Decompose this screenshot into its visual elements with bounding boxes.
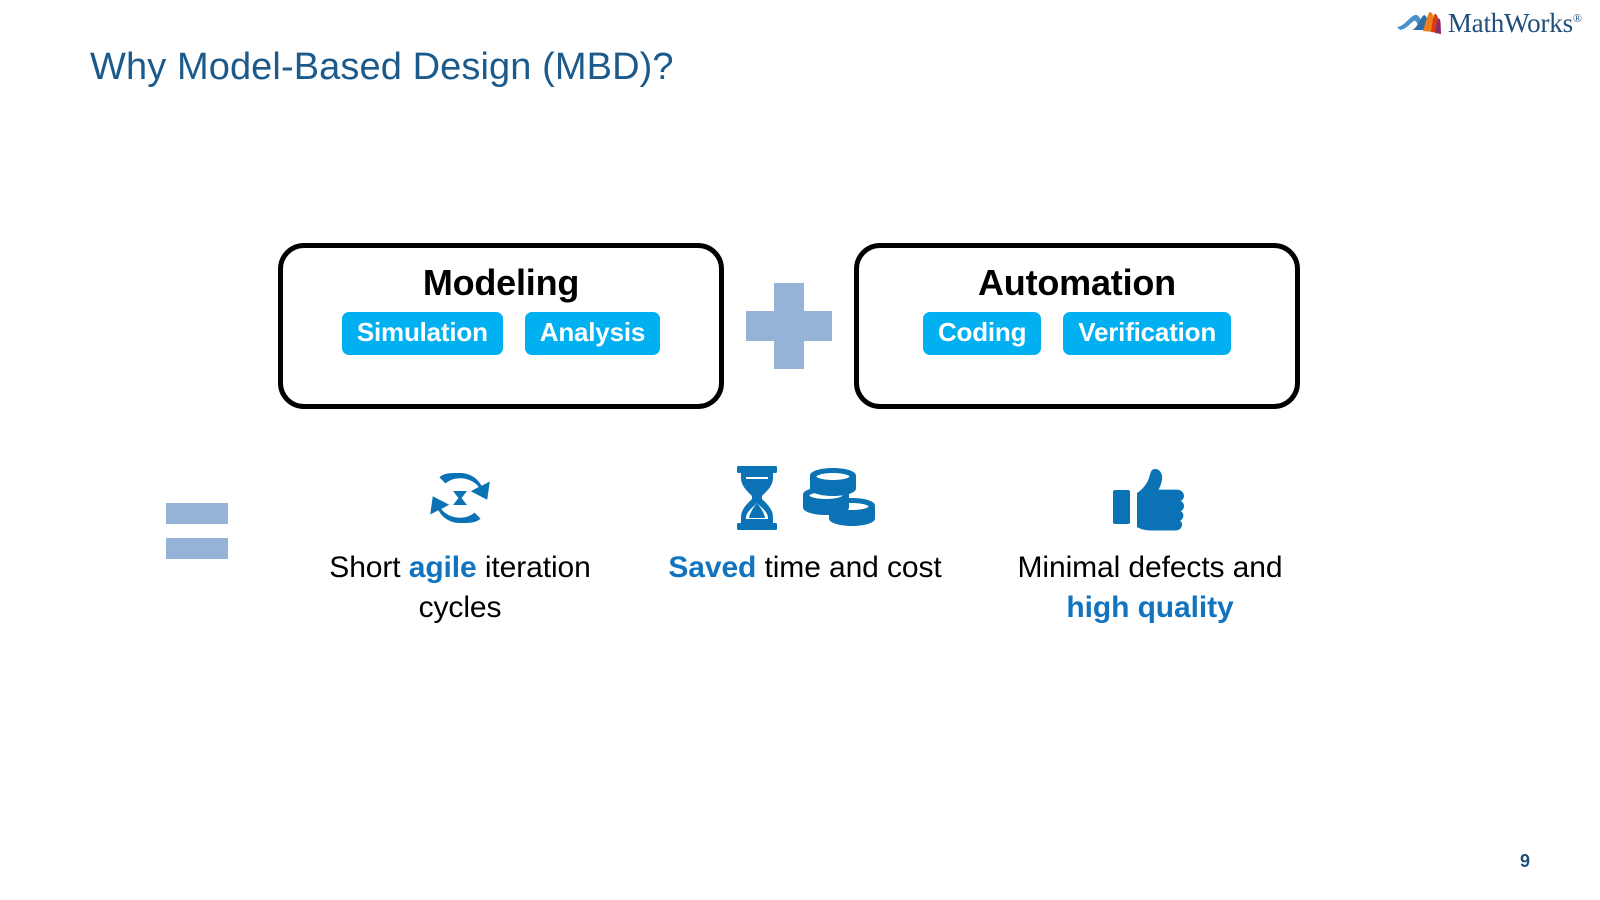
concept-row: Modeling Simulation Analysis Automation … bbox=[278, 243, 1300, 409]
thumbs-up-icon bbox=[1113, 469, 1184, 531]
benefit-keyword: high quality bbox=[1066, 590, 1234, 624]
benefit-keyword: Saved bbox=[668, 551, 757, 584]
benefit-quality: Minimal defects and high quality bbox=[990, 462, 1310, 627]
hourglass-icon bbox=[737, 466, 777, 530]
benefit-agile: Short agile iteration cycles bbox=[300, 462, 620, 627]
benefit-keyword: agile bbox=[408, 551, 477, 584]
equals-bar-top bbox=[166, 503, 228, 524]
sync-arrows-icon bbox=[430, 472, 490, 524]
pill-row-modeling: Simulation Analysis bbox=[341, 312, 661, 355]
benefit-caption: Minimal defects and high quality bbox=[1017, 551, 1283, 624]
page-number: 9 bbox=[1519, 851, 1530, 871]
pill-simulation[interactable]: Simulation bbox=[341, 312, 503, 355]
concept-box-modeling: Modeling Simulation Analysis bbox=[278, 243, 724, 409]
plus-operator-icon bbox=[746, 283, 832, 369]
page-title: Why Model-Based Design (MBD)? bbox=[90, 46, 674, 88]
benefit-icons bbox=[424, 462, 496, 534]
pill-verification[interactable]: Verification bbox=[1063, 312, 1232, 355]
concept-box-title: Automation bbox=[978, 262, 1176, 303]
concept-box-title: Modeling bbox=[422, 262, 580, 303]
benefits-row: Short agile iteration cycles bbox=[300, 462, 1310, 652]
equals-bar-bottom bbox=[166, 538, 228, 559]
benefit-icons bbox=[1111, 462, 1189, 534]
mathworks-membrane-icon bbox=[1396, 12, 1441, 34]
mathworks-logo-text: MathWorks® bbox=[1447, 7, 1582, 38]
registered-trademark: ® bbox=[1572, 10, 1582, 25]
pill-coding[interactable]: Coding bbox=[922, 312, 1042, 355]
benefit-caption: Short agile iteration cycles bbox=[329, 551, 591, 624]
equals-operator-icon bbox=[166, 503, 228, 559]
pill-row-automation: Coding Verification bbox=[922, 312, 1232, 355]
mathworks-logo: MathWorks® bbox=[1395, 6, 1582, 40]
benefit-icons bbox=[734, 462, 876, 534]
coins-icon bbox=[803, 468, 875, 526]
pill-analysis[interactable]: Analysis bbox=[524, 312, 661, 355]
concept-box-automation: Automation Coding Verification bbox=[854, 243, 1300, 409]
benefit-time-cost: Saved time and cost bbox=[645, 462, 965, 588]
benefit-caption: Saved time and cost bbox=[668, 551, 942, 584]
